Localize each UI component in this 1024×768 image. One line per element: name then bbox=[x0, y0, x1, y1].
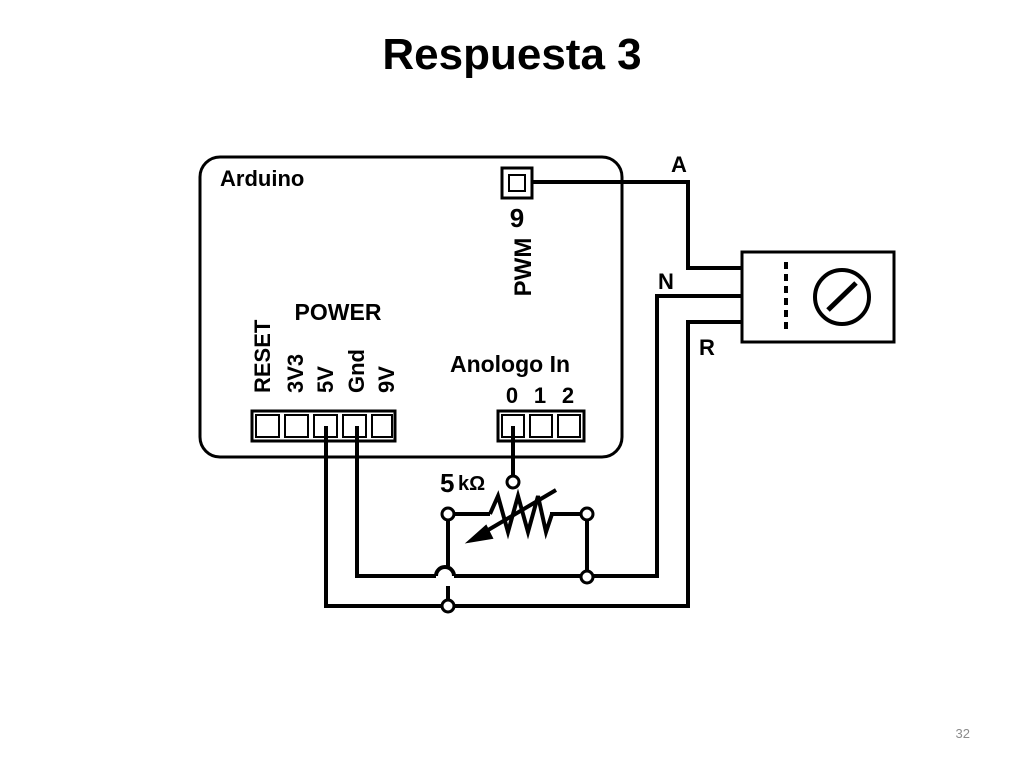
power-header-cell-gnd bbox=[342, 414, 367, 438]
wire-gnd-to-meter-n-cont bbox=[454, 294, 742, 578]
potentiometer-left-terminal bbox=[440, 506, 456, 522]
analog-pin-label-1: 1 bbox=[534, 383, 546, 408]
power-label: POWER bbox=[295, 299, 382, 325]
junction-right-gnd bbox=[579, 569, 595, 585]
wire-pwm-to-meter-a bbox=[532, 180, 742, 270]
pwm-pin-9-contact bbox=[508, 174, 526, 192]
power-pin-label-9v: 9V bbox=[374, 366, 399, 393]
wire-5v-to-meter-r bbox=[324, 320, 742, 608]
wire-gnd-crossover-hop bbox=[434, 565, 456, 577]
power-pin-label-5v: 5V bbox=[313, 366, 338, 393]
power-header-cell-reset bbox=[255, 414, 280, 438]
slide-title: Respuesta 3 bbox=[382, 30, 642, 79]
wire-gnd-to-meter-n bbox=[355, 426, 436, 578]
analog-pin-label-0: 0 bbox=[506, 383, 518, 408]
power-pin-label-reset: RESET bbox=[250, 319, 275, 393]
analog-header-cell-1 bbox=[529, 414, 553, 438]
meter-dial bbox=[813, 268, 871, 326]
page-number: 32 bbox=[955, 726, 970, 741]
meter-terminal-label-r: R bbox=[699, 335, 715, 360]
power-pin-label-3v3: 3V3 bbox=[283, 354, 308, 393]
potentiometer-value-unit: kΩ bbox=[458, 473, 485, 495]
power-pin-label-gnd: Gnd bbox=[344, 349, 369, 393]
pwm-label: PWM bbox=[510, 238, 537, 297]
power-header-cell-9v bbox=[371, 414, 393, 438]
wires bbox=[324, 180, 742, 608]
junction-left-5v bbox=[440, 598, 456, 614]
analog-pin-label-2: 2 bbox=[562, 383, 574, 408]
meter-needle bbox=[826, 281, 858, 312]
analog-in-label: Anologo In bbox=[450, 351, 570, 377]
analog-header-cell-2 bbox=[557, 414, 581, 438]
meter-terminal-label-a: A bbox=[671, 152, 687, 177]
potentiometer-value-number: 5 bbox=[440, 468, 454, 498]
arduino-label: Arduino bbox=[220, 166, 304, 191]
meter-body bbox=[740, 250, 896, 344]
pwm-pin-9-terminal bbox=[500, 166, 534, 200]
pwm-pin-number: 9 bbox=[510, 203, 524, 233]
power-header-cell-3v3 bbox=[284, 414, 309, 438]
potentiometer-wiper-terminal bbox=[505, 474, 521, 490]
potentiometer-arrow-head bbox=[464, 524, 494, 544]
potentiometer-resistor bbox=[488, 488, 554, 540]
potentiometer-right-terminal bbox=[579, 506, 595, 522]
potentiometer-arrow-shaft bbox=[476, 488, 558, 538]
meter-terminal-label-n: N bbox=[658, 269, 674, 294]
arduino-board bbox=[198, 155, 624, 459]
